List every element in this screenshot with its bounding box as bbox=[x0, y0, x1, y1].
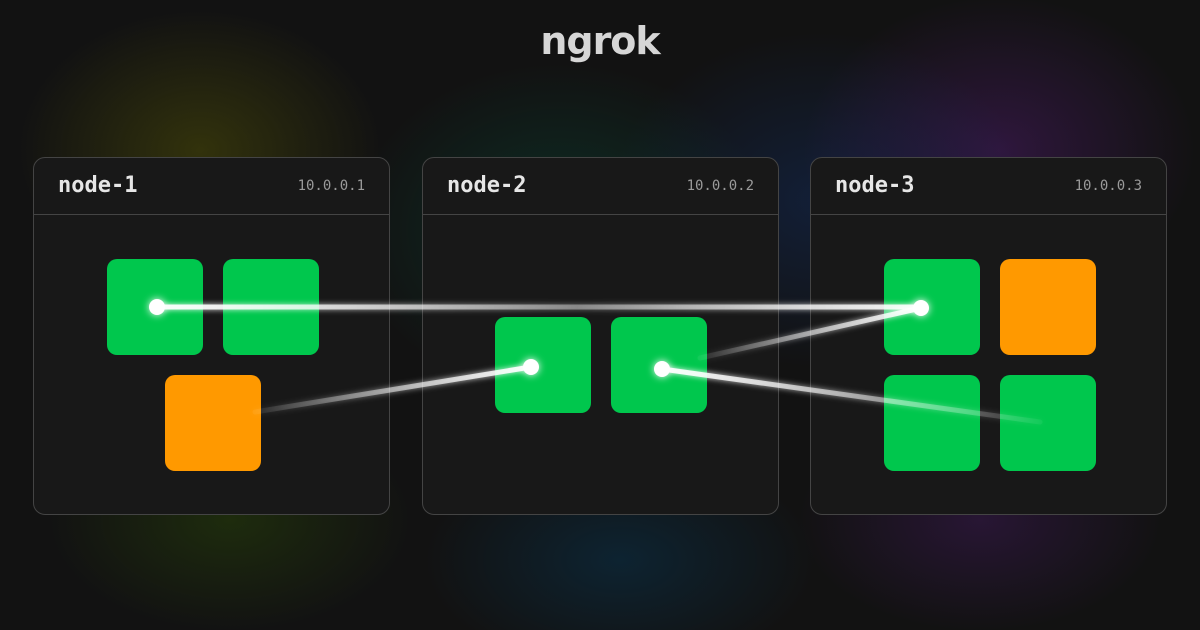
node-card-2: node-2 10.0.0.2 bbox=[422, 157, 779, 515]
node-ip: 10.0.0.3 bbox=[1074, 178, 1142, 194]
node-header: node-3 10.0.0.3 bbox=[811, 158, 1166, 215]
node-1-block-1 bbox=[107, 259, 203, 355]
ngrok-logo: ngrok bbox=[540, 19, 660, 63]
node-card-1: node-1 10.0.0.1 bbox=[33, 157, 390, 515]
node-1-block-3 bbox=[165, 375, 261, 471]
node-name: node-2 bbox=[447, 173, 527, 198]
node-header: node-2 10.0.0.2 bbox=[423, 158, 778, 215]
node-3-block-3 bbox=[884, 375, 980, 471]
node-1-block-2 bbox=[223, 259, 319, 355]
node-name: node-1 bbox=[58, 173, 138, 198]
node-3-block-1 bbox=[884, 259, 980, 355]
node-header: node-1 10.0.0.1 bbox=[34, 158, 389, 215]
node-3-block-2 bbox=[1000, 259, 1096, 355]
node-card-3: node-3 10.0.0.3 bbox=[810, 157, 1167, 515]
node-ip: 10.0.0.2 bbox=[686, 178, 754, 194]
node-2-block-2 bbox=[611, 317, 707, 413]
node-2-block-1 bbox=[495, 317, 591, 413]
node-name: node-3 bbox=[835, 173, 915, 198]
node-ip: 10.0.0.1 bbox=[297, 178, 365, 194]
node-3-block-4 bbox=[1000, 375, 1096, 471]
